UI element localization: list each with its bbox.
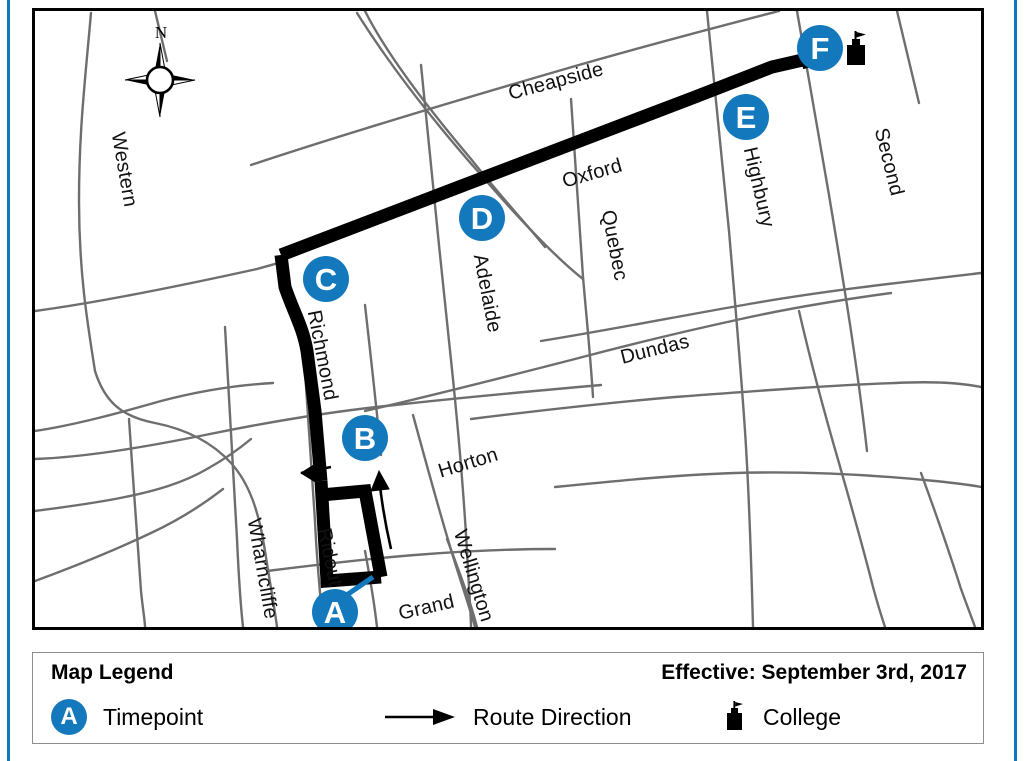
timepoint-marker-f[interactable]: F [797,25,843,71]
arrow-northbound-wellington [370,469,393,550]
map-legend: Map Legend Effective: September 3rd, 201… [32,652,984,744]
timepoint-marker-d[interactable]: D [459,195,505,241]
legend-label-college: College [763,703,841,730]
legend-item-timepoint: A Timepoint [51,697,203,737]
legend-title: Map Legend [51,661,174,684]
timepoint-marker-a[interactable]: A [312,589,358,630]
legend-label-timepoint: Timepoint [103,703,204,730]
timepoint-marker-b[interactable]: B [342,415,388,461]
route-direction-arrow-icon [385,709,455,725]
arrow-westbound-ridout [300,462,332,484]
legend-item-college: College [723,697,841,737]
timepoint-marker-label: A [60,703,78,730]
college-building-icon [841,31,871,69]
timepoint-marker-label: D [470,200,494,236]
route-direction-arrows [300,462,393,550]
legend-item-direction: Route Direction [383,697,632,737]
timepoint-marker-label: E [735,99,757,135]
timepoint-marker-label: A [323,594,347,630]
right-accent-rule [1014,0,1017,761]
timepoint-marker-label: B [353,420,377,456]
timepoint-marker-icon: A [51,699,87,735]
left-accent-rule [7,0,10,761]
compass-north-label: N [154,23,168,42]
college-building-icon [727,701,743,730]
timepoint-marker-label: F [810,30,830,66]
bus-route-line [274,52,809,588]
compass-rose-icon: N [121,23,199,121]
legend-label-direction: Route Direction [473,703,632,730]
timepoint-marker-c[interactable]: C [303,256,349,302]
timepoint-marker-label: C [314,261,338,297]
timepoint-marker-e[interactable]: E [723,94,769,140]
legend-effective-date: Effective: September 3rd, 2017 [661,661,967,684]
route-map[interactable]: N [32,8,984,630]
